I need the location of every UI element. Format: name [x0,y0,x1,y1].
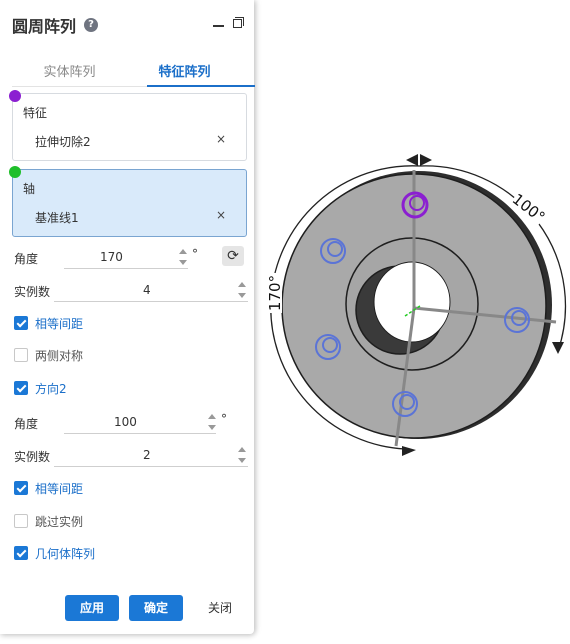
arrow-top-left [406,154,418,166]
model-viewport[interactable]: 100° 170° [255,0,570,640]
panel-title: 圆周阵列 [12,17,77,36]
count-input-2[interactable]: 2 [143,448,151,462]
angle-unit-1: ° [192,247,198,261]
equal-spacing-label-1: 相等间距 [35,316,84,331]
ok-button[interactable]: 确定 [129,595,183,621]
feature-remove-icon[interactable]: × [215,132,226,146]
feature-value: 拉伸切除2 [35,135,91,149]
angle-spinner-1[interactable] [179,249,187,265]
axis-value: 基准线1 [35,211,79,225]
axis-selection-box[interactable]: 轴 基准线1 × [9,166,247,237]
axis-line-right [413,306,557,324]
pattern-hole [504,307,530,333]
count-input-2-underline [54,466,248,467]
angle-row-1: 角度 170 ° [14,247,248,269]
count-spinner-1[interactable] [238,282,246,298]
count-row-2: 实例数 2 [14,445,248,467]
geometry-pattern-label: 几何体阵列 [35,546,96,561]
datum-axis-indicator [404,305,421,317]
checkbox-unchecked[interactable] [14,348,28,362]
angle-input-1-underline [64,268,188,269]
tab-solid-pattern[interactable]: 实体阵列 [43,65,96,80]
help-icon[interactable]: ? [84,18,99,32]
direction2-label: 方向2 [35,381,67,396]
angle-unit-2: ° [221,412,227,426]
angle-input-2-underline [64,433,216,434]
equal-spacing-checkbox-2[interactable]: 相等间距 [14,479,83,497]
angle-label-2: 角度 [14,417,39,431]
checkbox-unchecked[interactable] [14,514,28,528]
axis-line-down [394,307,416,447]
skip-instances-checkbox[interactable]: 跳过实例 [14,512,83,530]
model-drawing: 100° 170° [264,154,567,456]
dimension-label-170[interactable]: 170° [266,275,284,311]
skip-instances-label: 跳过实例 [35,514,84,529]
count-label-1: 实例数 [14,285,51,299]
bore-opening [373,261,451,343]
symmetric-checkbox[interactable]: 两侧对称 [14,346,83,364]
checkbox-checked[interactable] [14,316,28,330]
pattern-hole [320,238,346,264]
axis-label: 轴 [23,182,36,196]
axis-color-dot [9,166,21,178]
tab-feature-pattern[interactable]: 特征阵列 [158,65,211,80]
rotate-icon: ⟳ [227,248,239,264]
minimize-icon[interactable] [213,24,224,27]
feature-color-dot [9,90,21,102]
count-spinner-2[interactable] [238,447,246,463]
angle-label-1: 角度 [14,252,39,266]
count-input-1[interactable]: 4 [143,283,151,297]
equal-spacing-checkbox-1[interactable]: 相等间距 [14,314,83,332]
circular-pattern-panel: 圆周阵列 ? 实体阵列 特征阵列 特征 拉伸切除2 × 轴 基准线1 × 角度 … [0,0,255,634]
arrow-bottom-end [402,446,416,456]
symmetric-label: 两侧对称 [35,348,84,363]
dim-label-bg-100 [510,188,550,225]
pattern-type-tabs: 实体阵列 特征阵列 [12,56,255,87]
arrow-right-end [552,342,564,354]
selected-hole-inner [409,195,425,211]
window-controls [213,17,244,28]
pattern-hole [392,391,418,417]
pattern-hole-inner [322,337,338,353]
active-tab-indicator [147,85,255,87]
axis-remove-icon[interactable]: × [215,208,226,222]
reverse-direction-button[interactable]: ⟳ [222,246,244,266]
pattern-hole-inner [327,241,343,257]
pattern-hole-inner [511,310,527,326]
apply-button[interactable]: 应用 [65,595,119,621]
panel-header: 圆周阵列 ? [12,14,99,36]
pattern-hole [315,334,341,360]
angle-row-2: 角度 100 ° [14,412,248,434]
close-button[interactable]: 关闭 [207,601,232,615]
checkbox-checked[interactable] [14,381,28,395]
direction2-checkbox[interactable]: 方向2 [14,379,67,397]
angle-input-2[interactable]: 100 [114,415,137,429]
angle-spinner-2[interactable] [208,414,216,430]
count-row-1: 实例数 4 [14,280,248,302]
count-label-2: 实例数 [14,450,51,464]
angle-input-1[interactable]: 170 [100,250,123,264]
equal-spacing-label-2: 相等间距 [35,481,84,496]
selected-hole [401,191,429,219]
feature-selection-box[interactable]: 特征 拉伸切除2 × [9,90,247,161]
pattern-hole-inner [399,394,415,410]
checkbox-checked[interactable] [14,546,28,560]
checkbox-checked[interactable] [14,481,28,495]
count-input-1-underline [54,301,248,302]
dim-label-bg-170 [264,273,282,313]
geometry-pattern-checkbox[interactable]: 几何体阵列 [14,544,95,562]
feature-label: 特征 [23,106,48,120]
arrow-top-right [420,154,432,166]
restore-icon[interactable] [233,17,244,28]
